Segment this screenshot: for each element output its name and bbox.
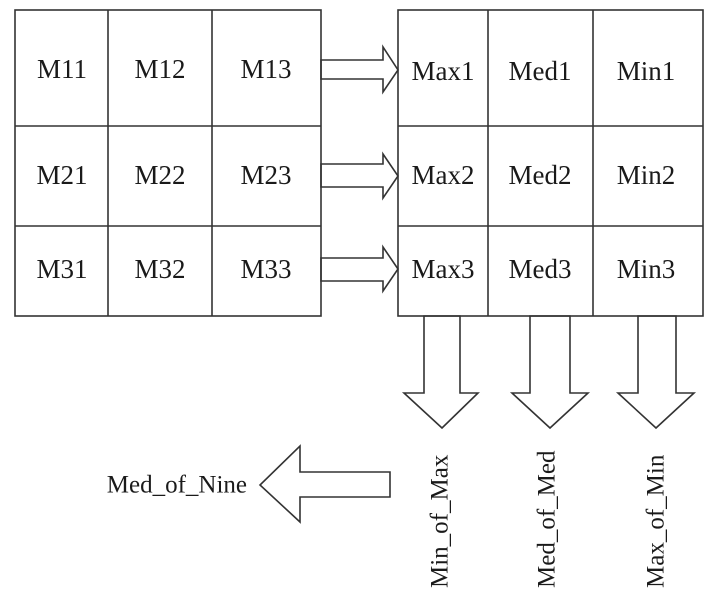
sorted-cell-min1: Min1: [617, 56, 676, 86]
max-of-min-label: Max_of_Min: [643, 454, 670, 588]
sorted-cell-max3: Max3: [412, 254, 475, 284]
input-cell-m32: M32: [134, 254, 185, 284]
sorted-cell-max2: Max2: [412, 160, 475, 190]
input-cell-m23: M23: [240, 160, 291, 190]
input-cell-m11: M11: [37, 54, 87, 84]
column-med-down-arrow: [509, 315, 591, 430]
input-cell-m33: M33: [240, 254, 291, 284]
row1-sort-arrow: [320, 44, 399, 95]
column-min-down-arrow: [615, 315, 697, 430]
input-cell-m31: M31: [36, 254, 87, 284]
column-max-down-arrow: [401, 315, 480, 430]
input-cell-m12: M12: [134, 54, 185, 84]
med-of-med-label: Med_of_Med: [534, 450, 561, 588]
row3-sort-arrow: [320, 244, 399, 294]
min-of-max-label: Min_of_Max: [427, 454, 454, 588]
sorted-cell-max1: Max1: [412, 56, 475, 86]
input-cell-m21: M21: [36, 160, 87, 190]
sorted-cell-min3: Min3: [617, 254, 676, 284]
input-cell-m13: M13: [240, 54, 291, 84]
row2-sort-arrow: [320, 151, 399, 201]
sorted-cell-med2: Med2: [509, 160, 572, 190]
med-of-nine-label: Med_of_Nine: [107, 472, 247, 499]
final-left-arrow: [258, 444, 391, 524]
input-matrix-grid: [14, 9, 322, 317]
sorted-cell-med1: Med1: [509, 56, 572, 86]
input-cell-m22: M22: [134, 160, 185, 190]
sorted-cell-min2: Min2: [617, 160, 676, 190]
sorted-cell-med3: Med3: [509, 254, 572, 284]
